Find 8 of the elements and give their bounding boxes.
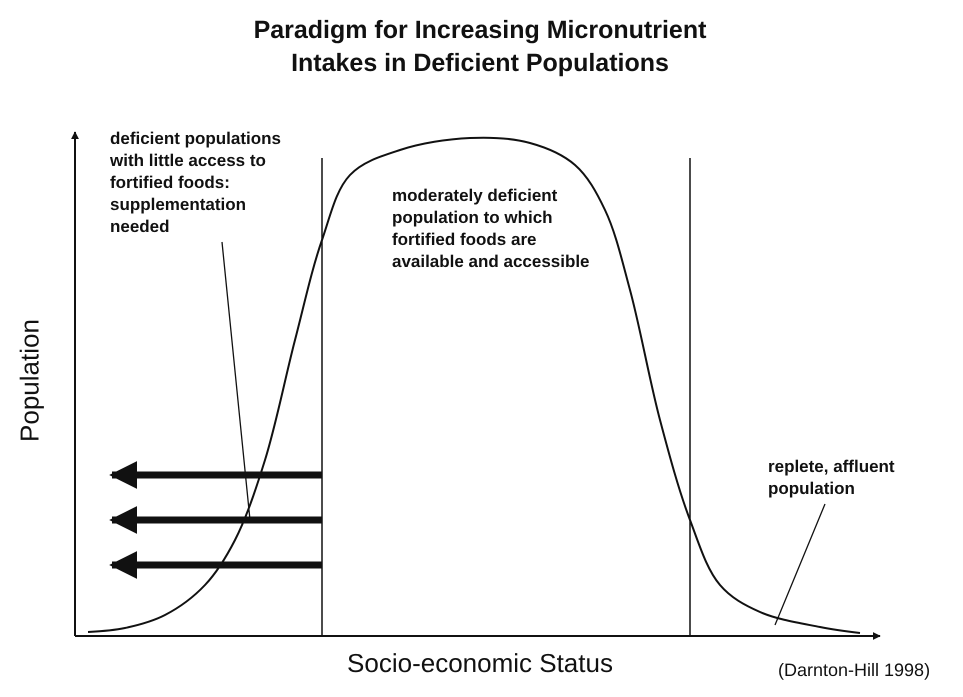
leader-line [774,504,826,626]
citation: (Darnton-Hill 1998) [778,660,932,681]
axis-title: Socio-economic Status [346,648,614,679]
annotation-text: deficient populations with little access to fortified foods: supplementation needed [110,128,295,238]
region-label: moderately deficient population to which fortified foods are available and accessible [392,185,591,273]
title: Paradigm for Increasing Micronutrient Intakes in Deficient Populations [252,15,708,79]
annotation-text: replete, affluent population [768,456,958,500]
axis-title: Population [14,318,46,444]
